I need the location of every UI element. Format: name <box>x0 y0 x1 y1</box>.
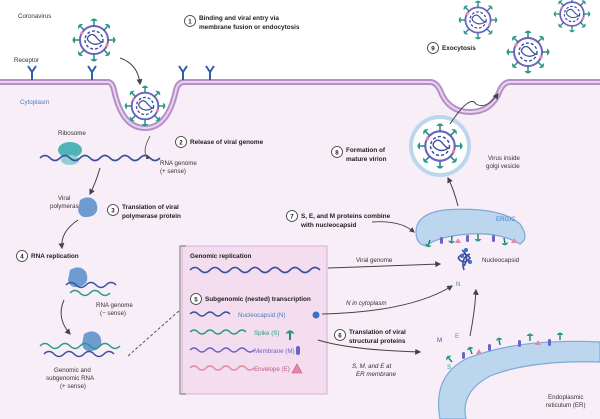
ergic-label: ERGIC <box>496 216 516 223</box>
er-label-1: Endoplasmic <box>548 394 583 401</box>
n-in-cytoplasm-label: N in cytoplasm <box>346 300 387 307</box>
genomic-sub-label-2: subgenomic RNA <box>46 375 95 382</box>
envelope-e-label: Envelope (E) <box>254 366 290 373</box>
membrane-protein-icon <box>296 346 300 355</box>
genomic-sub-label-1: Genomic and <box>54 367 91 374</box>
step-2-number: 2 <box>179 139 183 146</box>
rna-genome-neg-label-2: (− sense) <box>100 310 126 317</box>
viral-polymerase-label-1: Viral <box>58 195 70 202</box>
rna-genome-label-2: (+ sense) <box>160 168 186 175</box>
nucleocapsid-n-label: Nucleocapsid (N) <box>238 312 285 319</box>
step-3-line2: polymerase protein <box>122 213 181 220</box>
genomic-replication-label: Genomic replication <box>190 253 252 260</box>
nucleocapsid-cluster-icon <box>457 248 472 271</box>
polymerase-icon <box>78 197 98 218</box>
step-1-number: 1 <box>188 18 192 25</box>
er-protein-markers <box>443 331 565 365</box>
virus-golgi-label-2: golgi vesicle <box>486 163 520 170</box>
step-2-line1: Release of viral genome <box>190 139 264 146</box>
viral-polymerase-label-2: polymerase <box>50 203 83 210</box>
coronavirus-label: Coronavirus <box>18 13 51 20</box>
step-7-line2: with nucleocapsid <box>300 222 356 229</box>
receptor-icon <box>27 65 215 80</box>
spike-s-label: Spike (S) <box>254 330 279 337</box>
ergic-compartment <box>415 208 526 247</box>
step-4-line1: RNA replication <box>31 253 79 260</box>
er-label-2: reticulum (ER) <box>546 402 586 409</box>
released-virion-icon-3 <box>507 31 550 74</box>
step-8-number: 8 <box>335 149 339 156</box>
rna-genome-strand <box>39 154 161 162</box>
mature-virion-icon <box>417 123 462 168</box>
step-7-number: 7 <box>290 213 294 220</box>
ergic-protein-markers <box>423 233 517 249</box>
replication-polymerase-icon <box>68 267 88 288</box>
virus-golgi-label-1: Virus inside <box>488 155 520 162</box>
step-3-line1: Translation of viral <box>122 204 179 211</box>
transcription-panel <box>181 245 328 395</box>
step-9-line1: Exocytosis <box>442 45 476 52</box>
smeer-label-1: S, M, and E at <box>352 363 391 370</box>
step-8-line2: mature virion <box>346 156 387 163</box>
viral-genome-label: Viral genome <box>356 257 393 264</box>
m-letter: M <box>437 337 442 344</box>
ribosome-label: Ribosome <box>58 130 86 137</box>
step-6-number: 6 <box>338 332 342 339</box>
endoplasmic-reticulum <box>438 340 600 419</box>
step-9-number: 9 <box>431 45 435 52</box>
ribosome-icon <box>58 142 82 165</box>
step-5-number: 5 <box>194 296 198 303</box>
step-8-line1: Formation of <box>346 147 386 154</box>
step-3-number: 3 <box>111 207 115 214</box>
subgenomic-polymerase-icon <box>82 331 102 352</box>
step-5-line1: Subgenomic (nested) transcription <box>205 296 311 303</box>
released-virion-icon <box>459 1 498 40</box>
envelope-icon <box>291 363 303 374</box>
step-6-line1: Translation of viral <box>349 329 406 336</box>
n-letter: N <box>456 281 460 288</box>
receptor-label: Receptor <box>14 57 39 64</box>
rna-genome-neg-label-1: RNA genome <box>96 302 133 309</box>
nucleocapsid-label: Nucleocapsid <box>482 257 520 264</box>
s-letter: S <box>447 364 451 371</box>
step-7-line1: S, E, and M proteins combine <box>301 213 391 220</box>
membrane-m-label: Membrane (M) <box>254 348 295 355</box>
step-6-line2: structural proteins <box>349 338 406 345</box>
e-letter: E <box>455 333 459 340</box>
nucleocapsid-icon <box>312 311 320 319</box>
smeer-label-2: ER membrane <box>356 371 396 378</box>
cytoplasm-label: Cytoplasm <box>20 99 49 106</box>
step-1-line1: Binding and viral entry via <box>199 15 279 22</box>
step-4-number: 4 <box>20 253 24 260</box>
step-1-line2: membrane fusion or endocytosis <box>199 24 300 31</box>
coronavirus-icon <box>73 19 116 62</box>
endocytosed-virion-icon <box>125 86 166 127</box>
rna-genome-label-1: RNA genome <box>160 160 197 167</box>
released-virion-icon-2 <box>554 0 591 32</box>
genomic-sub-label-3: (+ sense) <box>60 383 86 390</box>
